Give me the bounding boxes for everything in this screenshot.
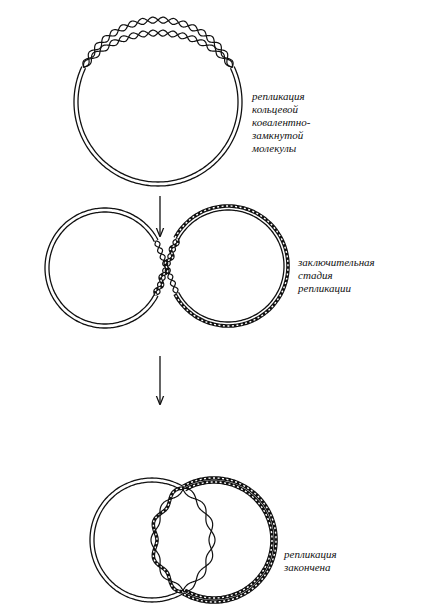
dna-strand <box>84 30 233 67</box>
dna-strand <box>90 478 183 602</box>
step-arrow <box>159 196 160 236</box>
dna-strand <box>84 30 233 67</box>
dna-strand <box>74 67 242 187</box>
dna-strand <box>45 208 158 328</box>
dna-strand <box>83 17 232 67</box>
stage-label: заключительная стадия репликации <box>298 256 382 295</box>
new-dna-strand <box>155 239 178 295</box>
new-dna-strand-hatch <box>153 488 184 592</box>
new-dna-strand <box>153 488 184 592</box>
dna-strand <box>179 210 284 322</box>
dna-strand <box>182 488 215 592</box>
new-dna-strand-hatch <box>183 478 276 602</box>
dna-strand <box>182 488 213 592</box>
stage-label: репликация кольцевой ковалентно-замкнуто… <box>252 90 322 155</box>
dna-strand <box>151 488 184 592</box>
step-arrow <box>159 356 160 404</box>
new-dna-strand <box>175 206 288 326</box>
dna-strand <box>49 212 154 324</box>
stage-label: репликация закончена <box>284 548 350 574</box>
new-dna-strand <box>183 478 276 602</box>
new-dna-strand-hatch <box>175 206 288 326</box>
new-dna-strand-hatch <box>155 239 178 295</box>
dna-strands <box>45 17 288 602</box>
dna-strand <box>78 68 238 182</box>
dna-strand <box>84 17 233 67</box>
